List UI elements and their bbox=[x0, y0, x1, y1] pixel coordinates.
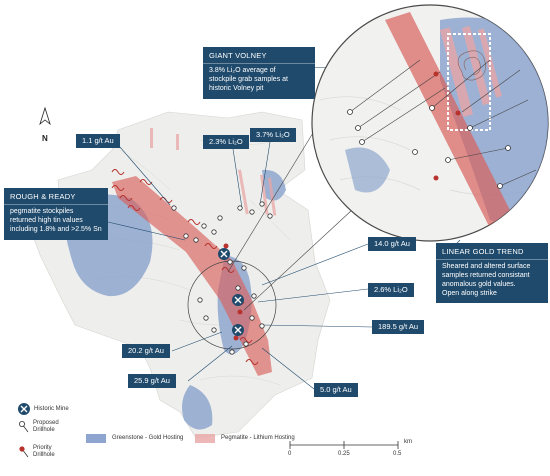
scale-bar bbox=[289, 441, 399, 449]
tag-2-6-li2o: 2.6% Li₂O bbox=[368, 283, 414, 297]
legend-priority-drillhole-label: Priority Drillhole bbox=[33, 445, 55, 459]
tag-3-7-li2o: 3.7% Li₂O bbox=[250, 128, 296, 142]
historic-mines bbox=[218, 248, 244, 336]
tag-20-2-au: 20.2 g/t Au bbox=[122, 344, 170, 358]
inset-detail bbox=[311, 4, 549, 242]
legend-proposed-line-2: Drillhole bbox=[33, 427, 55, 434]
rough-ready-line-3: including 1.8% and >2.5% Sn bbox=[10, 225, 102, 233]
inset-connectors bbox=[227, 127, 353, 311]
linear-gold-line-2: samples returned consistant bbox=[442, 272, 530, 280]
linear-gold-title: LINEAR GOLD TREND bbox=[436, 243, 548, 261]
tag-14-0-au: 14.0 g/t Au bbox=[368, 237, 416, 251]
gold-trend-band bbox=[112, 176, 272, 376]
rough-ready-line-2: returned high tin values bbox=[10, 217, 83, 225]
legend-proposed-line-1: Proposed bbox=[33, 420, 59, 426]
legend-priority-line-1: Priority bbox=[33, 445, 52, 451]
giant-volney-line-3: historic Volney pit bbox=[209, 84, 264, 92]
tag-1-1-au: 1.1 g/t Au bbox=[76, 134, 120, 148]
giant-volney-line-2: stockpile grab samples at bbox=[209, 76, 288, 84]
survey-area bbox=[29, 111, 331, 439]
scale-tick-025: 0.25 bbox=[338, 451, 350, 457]
legend-pegmatite-swatch bbox=[195, 434, 215, 443]
linear-gold-line-4: Open along strike bbox=[442, 289, 497, 297]
rough-ready-line-1: pegmatite stockpiles bbox=[10, 208, 74, 216]
giant-volney-title: GIANT VOLNEY bbox=[203, 47, 315, 65]
legend-proposed-drillhole-icon bbox=[18, 420, 29, 433]
tag-2-3-li2o: 2.3% Li₂O bbox=[203, 135, 249, 149]
pegmatite-areas bbox=[150, 128, 277, 216]
giant-volney-line-1: 3.8% Li₂O average of bbox=[209, 67, 276, 75]
legend-greenstone-label: Greenstone - Gold Hosting bbox=[112, 435, 184, 441]
tag-5-0-au: 5.0 g/t Au bbox=[314, 383, 358, 397]
tag-189-5-au: 189.5 g/t Au bbox=[372, 320, 425, 334]
linear-gold-line-3: anomalous gold values. bbox=[442, 280, 516, 288]
linear-gold-callout: LINEAR GOLD TREND Sheared and altered su… bbox=[436, 243, 548, 304]
legend-proposed-drillhole-label: Proposed Drillhole bbox=[33, 420, 59, 434]
north-label: N bbox=[42, 134, 48, 143]
legend-greenstone-swatch bbox=[86, 434, 106, 443]
giant-volney-callout: GIANT VOLNEY 3.8% Li₂O average of stockp… bbox=[203, 47, 315, 99]
rough-ready-title: ROUGH & READY bbox=[4, 188, 108, 206]
scale-unit: km bbox=[404, 439, 412, 445]
proposed-drillholes bbox=[171, 201, 273, 355]
red-wavy-lines bbox=[111, 169, 259, 365]
linear-gold-line-1: Sheared and altered surface bbox=[442, 263, 531, 271]
scale-tick-05: 0.5 bbox=[393, 451, 402, 457]
legend-priority-drillhole-icon bbox=[19, 446, 29, 458]
legend-pegmatite-label: Pegmatite - Lithium Hosting bbox=[221, 435, 295, 441]
legend-historic-mine-label: Historic Mine bbox=[34, 406, 69, 412]
tag-25-9-au: 25.9 g/t Au bbox=[128, 374, 176, 388]
legend-priority-line-2: Drillhole bbox=[33, 452, 55, 459]
north-arrow-icon bbox=[39, 106, 51, 126]
priority-drillholes bbox=[223, 243, 243, 341]
rough-ready-callout: ROUGH & READY pegmatite stockpiles retur… bbox=[4, 188, 108, 240]
scale-tick-0: 0 bbox=[288, 451, 292, 457]
legend-historic-mine-icon bbox=[18, 403, 30, 415]
